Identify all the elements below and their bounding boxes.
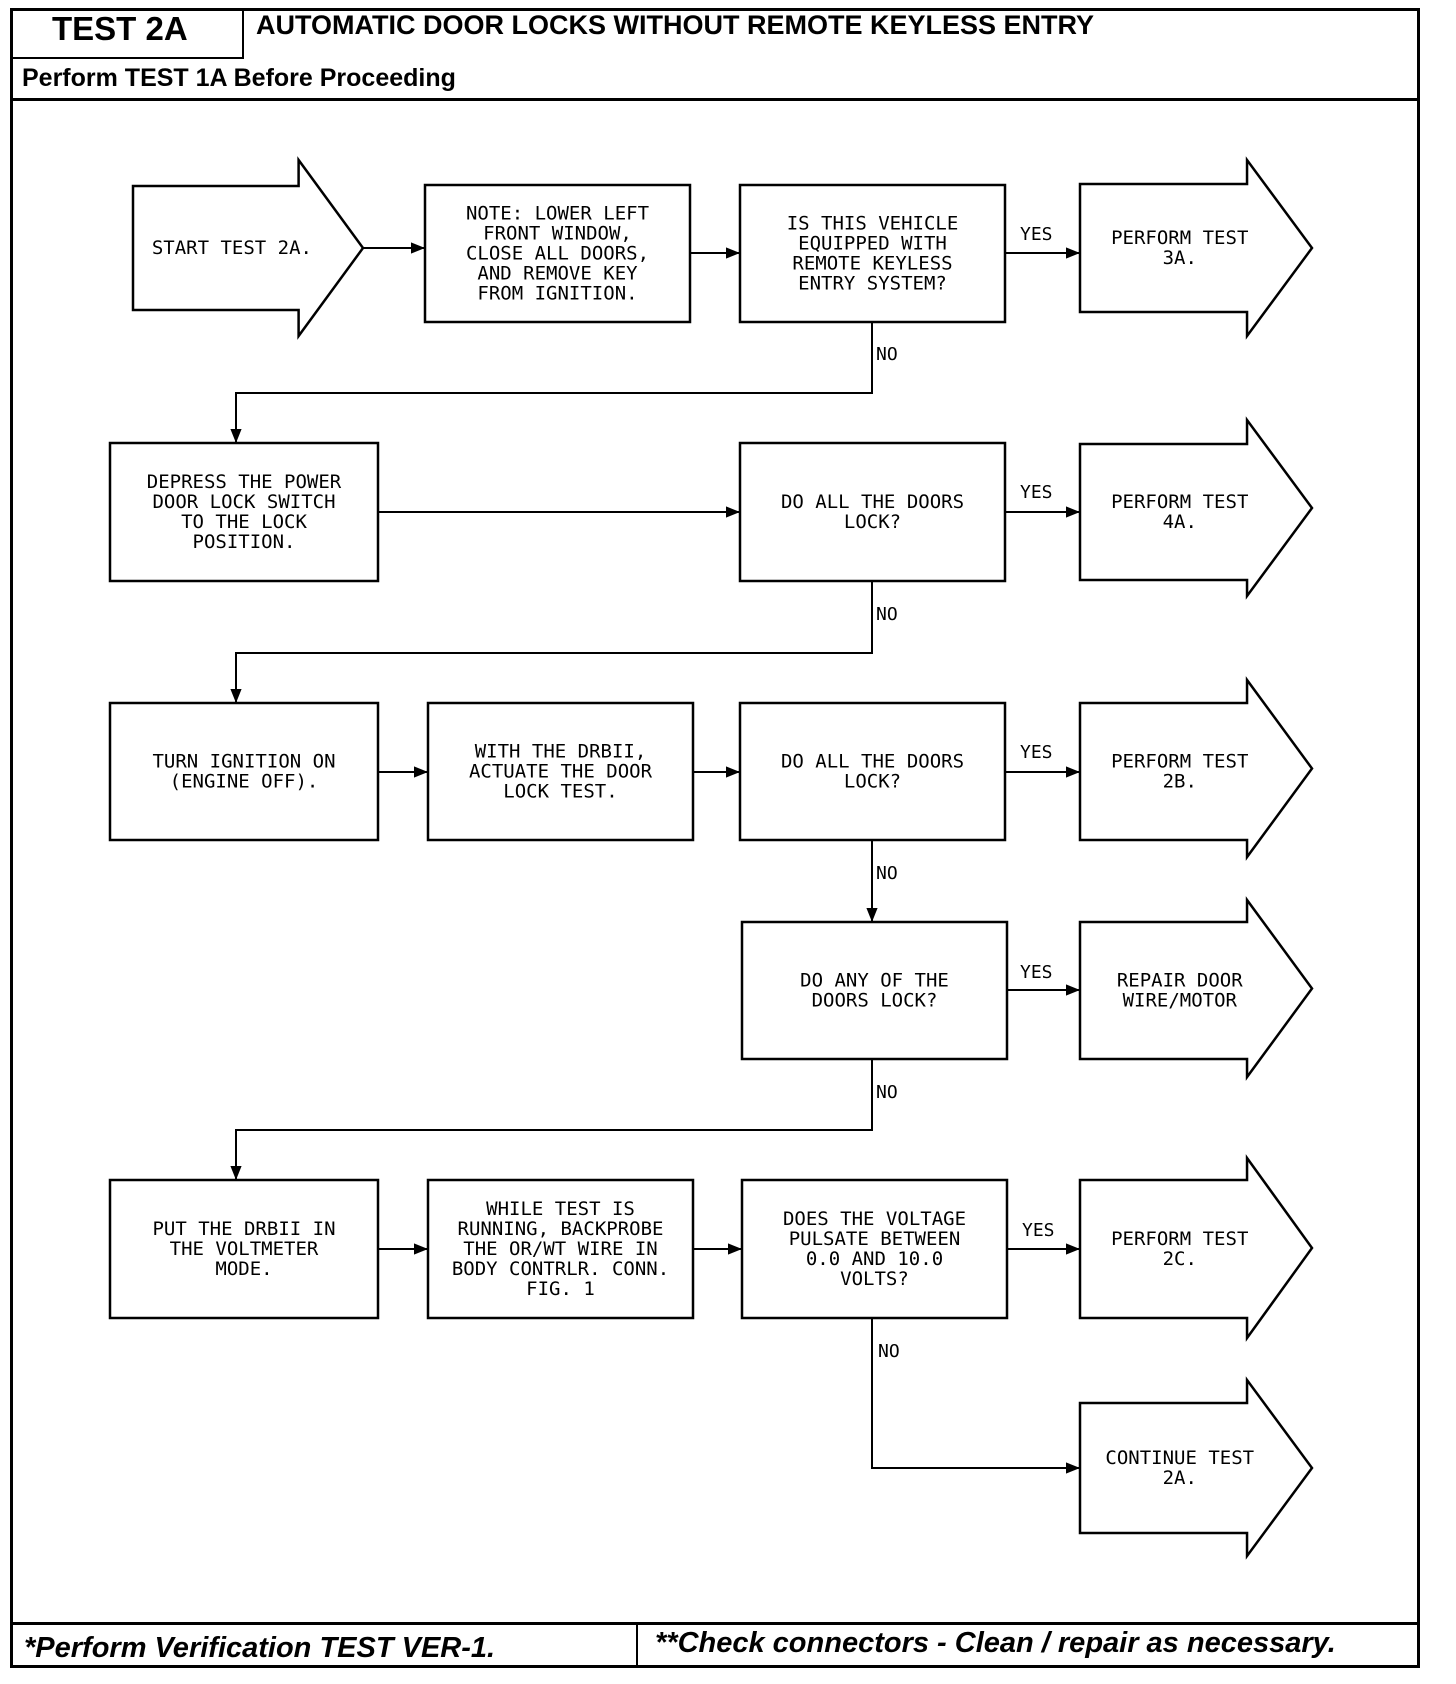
node-text-q_lock1-0: DO ALL THE DOORS — [781, 491, 964, 513]
node-text-q_lock1-1: LOCK? — [844, 511, 901, 533]
node-text-q_volt-0: DOES THE VOLTAGE — [783, 1208, 966, 1230]
process-box-q_lock1 — [738, 441, 1007, 583]
node-text-q_remote-2: REMOTE KEYLESS — [792, 253, 952, 275]
arrow-shape-test3a — [1078, 156, 1314, 340]
footer-rule — [10, 1622, 1420, 1625]
no-label-1: NO — [876, 604, 898, 625]
no-label-3: NO — [876, 1082, 898, 1103]
page-frame — [10, 8, 1420, 1668]
node-text-test4a-1: 4A. — [1163, 511, 1197, 533]
node-text-repair-0: REPAIR DOOR — [1117, 970, 1243, 992]
node-text-test3a-1: 3A. — [1163, 247, 1197, 269]
yes-label-0: YES — [1020, 224, 1053, 245]
no-label-4: NO — [878, 1341, 900, 1362]
node-text-voltmeter-0: PUT THE DRBII IN — [152, 1218, 335, 1240]
node-text-continue-0: CONTINUE TEST — [1105, 1447, 1254, 1469]
page-title: AUTOMATIC DOOR LOCKS WITHOUT REMOTE KEYL… — [256, 10, 1095, 40]
yes-label-4: YES — [1022, 1220, 1055, 1241]
arrow-shape-repair — [1078, 896, 1314, 1081]
connector-6 — [230, 581, 873, 703]
node-text-backprobe-0: WHILE TEST IS — [486, 1198, 635, 1220]
node-text-actuate-1: ACTUATE THE DOOR — [469, 761, 653, 783]
node-text-repair-1: WIRE/MOTOR — [1123, 990, 1238, 1012]
node-text-depress-3: POSITION. — [193, 531, 296, 553]
arrow-shape-test4a — [1078, 416, 1314, 600]
node-text-note-1: FRONT WINDOW, — [483, 223, 632, 245]
node-text-depress-2: TO THE LOCK — [181, 511, 307, 533]
node-text-q_remote-0: IS THIS VEHICLE — [787, 213, 959, 235]
node-text-q_volt-2: 0.0 AND 10.0 — [806, 1248, 943, 1270]
arrow-shape-test2b — [1078, 676, 1314, 861]
node-text-test2c-1: 2C. — [1163, 1248, 1197, 1270]
node-text-depress-1: DOOR LOCK SWITCH — [152, 491, 335, 513]
yes-label-1: YES — [1020, 482, 1053, 503]
node-text-q_volt-1: PULSATE BETWEEN — [789, 1228, 961, 1250]
arrow-shape-continue — [1078, 1376, 1314, 1560]
prerequisite-note: Perform TEST 1A Before Proceeding — [22, 64, 456, 92]
process-box-depress — [108, 441, 380, 583]
node-text-q_any-1: DOORS LOCK? — [812, 990, 938, 1012]
node-text-q_remote-1: EQUIPPED WITH — [798, 233, 947, 255]
node-text-voltmeter-2: MODE. — [215, 1258, 272, 1280]
node-text-actuate-2: LOCK TEST. — [503, 781, 617, 803]
no-label-0: NO — [876, 344, 898, 365]
process-box-actuate — [426, 701, 695, 842]
node-text-q_remote-3: ENTRY SYSTEM? — [798, 273, 947, 295]
connector-16 — [871, 1318, 1080, 1474]
header-bottom-rule — [10, 98, 1420, 101]
node-text-start-0: START TEST 2A. — [152, 237, 312, 259]
node-text-backprobe-4: FIG. 1 — [526, 1278, 595, 1300]
node-text-q_lock2-0: DO ALL THE DOORS — [781, 751, 964, 773]
node-text-test2c-0: PERFORM TEST — [1111, 1228, 1248, 1250]
footer-connector-note: **Check connectors - Clean / repair as n… — [655, 1627, 1336, 1659]
node-text-ignition-0: TURN IGNITION ON — [152, 751, 335, 773]
process-box-q_any — [740, 920, 1009, 1061]
connector-3 — [230, 322, 873, 443]
footer-verification-note: *Perform Verification TEST VER-1. — [24, 1632, 496, 1664]
node-text-backprobe-1: RUNNING, BACKPROBE — [458, 1218, 664, 1240]
node-text-ignition-1: (ENGINE OFF). — [170, 771, 319, 793]
footer-divider — [636, 1622, 638, 1668]
yes-label-3: YES — [1020, 962, 1053, 983]
node-text-q_any-0: DO ANY OF THE — [800, 970, 949, 992]
node-text-test3a-0: PERFORM TEST — [1111, 227, 1248, 249]
header-divider — [242, 8, 244, 58]
node-text-note-3: AND REMOVE KEY — [477, 263, 638, 285]
node-text-test2b-1: 2B. — [1163, 771, 1197, 793]
node-text-q_lock2-1: LOCK? — [844, 771, 901, 793]
process-box-q_remote — [738, 183, 1007, 324]
header-rule — [10, 57, 244, 59]
node-text-test4a-0: PERFORM TEST — [1111, 491, 1248, 513]
arrow-shape-test2c — [1078, 1154, 1314, 1342]
process-box-voltmeter — [108, 1178, 380, 1320]
node-text-continue-1: 2A. — [1163, 1467, 1197, 1489]
arrow-shape-start — [131, 156, 365, 340]
yes-label-2: YES — [1020, 742, 1053, 763]
node-text-q_volt-3: VOLTS? — [840, 1268, 909, 1290]
node-text-voltmeter-1: THE VOLTMETER — [170, 1238, 319, 1260]
process-box-note — [423, 183, 692, 324]
process-box-q_volt — [740, 1178, 1009, 1320]
node-text-note-2: CLOSE ALL DOORS, — [466, 243, 649, 265]
node-text-backprobe-3: BODY CONTRLR. CONN. — [452, 1258, 669, 1280]
node-text-backprobe-2: THE OR/WT WIRE IN — [463, 1238, 657, 1260]
node-text-actuate-0: WITH THE DRBII, — [475, 741, 647, 763]
node-text-note-4: FROM IGNITION. — [477, 283, 637, 305]
no-label-2: NO — [876, 863, 898, 884]
node-text-test2b-0: PERFORM TEST — [1111, 751, 1248, 773]
node-text-note-0: NOTE: LOWER LEFT — [466, 203, 649, 225]
test-id: TEST 2A — [52, 10, 188, 47]
node-text-depress-0: DEPRESS THE POWER — [147, 471, 342, 493]
process-box-backprobe — [426, 1178, 695, 1320]
connector-12 — [230, 1059, 873, 1180]
